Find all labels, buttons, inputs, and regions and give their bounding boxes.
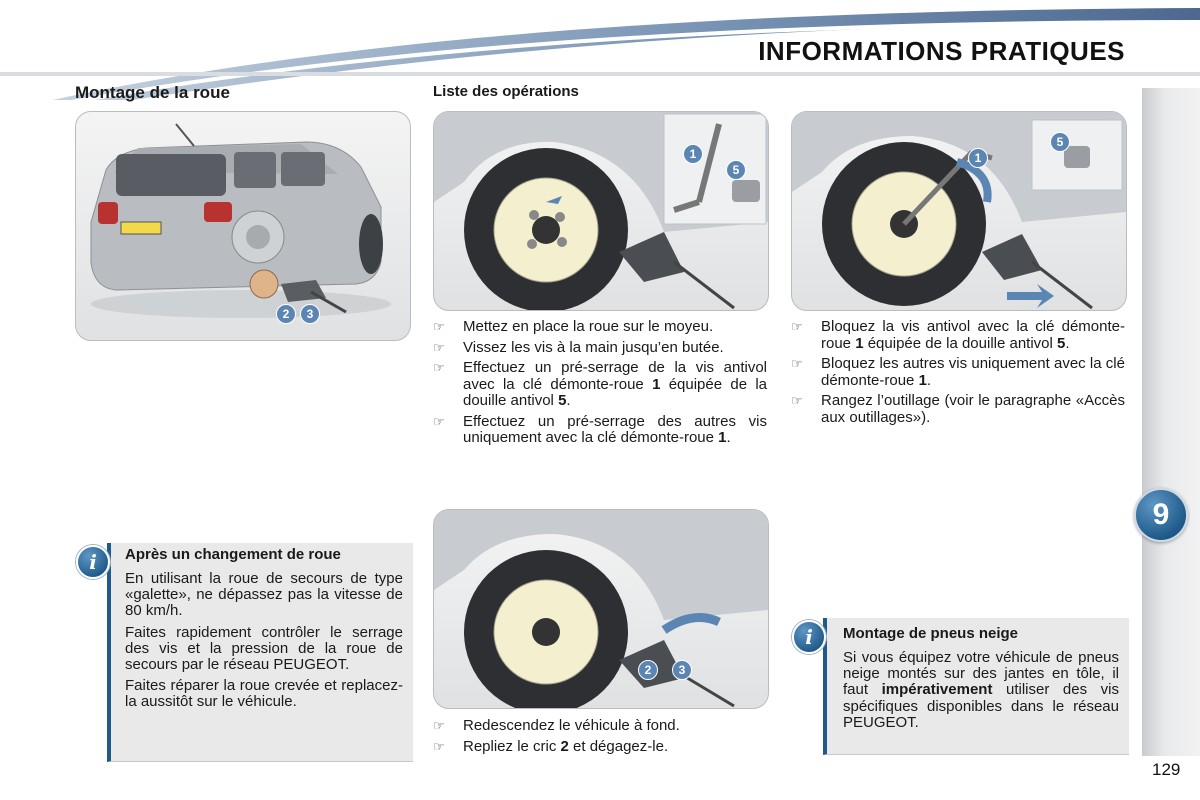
pointing-hand-icon: ☞ <box>433 319 445 334</box>
figure-car-on-jack: 2 3 <box>75 111 411 341</box>
info-box-title: Montage de pneus neige <box>843 625 1019 642</box>
header-swoosh <box>0 8 1200 100</box>
figure-wheel-fitting: 1 5 <box>433 111 769 311</box>
list-item: ☞Effectuez un pré-serrage des autres vis… <box>433 412 767 446</box>
pointing-hand-icon: ☞ <box>433 360 445 375</box>
steps-list-left: ☞Mettez en place la roue sur le moyeu. ☞… <box>433 318 767 451</box>
steps-list-right: ☞Bloquez la vis antivol avec la clé démo… <box>791 318 1125 430</box>
chapter-tab-strip <box>1142 88 1200 756</box>
callout-5-icon: 5 <box>726 160 746 180</box>
figure-lower-vehicle: 2 3 <box>433 509 769 709</box>
callout-2-icon: 2 <box>638 660 658 680</box>
callout-3-icon: 3 <box>672 660 692 680</box>
callout-2-icon: 2 <box>276 304 296 324</box>
page-number: 129 <box>1152 760 1181 779</box>
pointing-hand-icon: ☞ <box>433 413 445 429</box>
list-item: ☞Vissez les vis à la main jusqu’en butée… <box>433 338 724 356</box>
callout-3-icon: 3 <box>300 304 320 324</box>
pointing-hand-icon: ☞ <box>791 319 803 334</box>
callout-1-icon: 1 <box>683 144 703 164</box>
info-paragraph: Si vous équipez votre véhicule de pneus … <box>843 649 1119 731</box>
info-box-title: Après un changement de roue <box>125 546 341 563</box>
list-item: ☞Redescendez le véhicule à fond. <box>433 717 680 734</box>
pointing-hand-icon: ☞ <box>791 356 803 371</box>
list-item: ☞Bloquez les autres vis uniquement avec … <box>791 355 1125 389</box>
pointing-hand-icon: ☞ <box>433 738 445 754</box>
info-box-snow-tyres: i Montage de pneus neige Si vous équipez… <box>792 618 1129 755</box>
callout-5-icon: 5 <box>1050 132 1070 152</box>
list-item: ☞Rangez l’outillage (voir le paragraphe … <box>791 392 1125 426</box>
list-item: ☞Effectuez un pré-serrage de la vis anti… <box>433 359 767 409</box>
info-paragraph: Faites réparer la roue crevée et replace… <box>125 677 403 711</box>
info-paragraph: En utilisant la roue de secours de type … <box>125 570 403 620</box>
chapter-number-badge: 9 <box>1134 488 1188 542</box>
pointing-hand-icon: ☞ <box>791 393 803 408</box>
pointing-hand-icon: ☞ <box>433 718 445 733</box>
callout-1-icon: 1 <box>968 148 988 168</box>
section-title: Montage de la roue <box>75 83 230 102</box>
info-paragraph: Faites rapidement contrôler le serrage d… <box>125 623 403 674</box>
info-icon: i <box>76 545 110 579</box>
steps-list-lower: ☞Redescendez le véhicule à fond. ☞Replie… <box>433 717 767 759</box>
page-header-title: INFORMATIONS PRATIQUES <box>758 36 1125 66</box>
pointing-hand-icon: ☞ <box>433 339 445 355</box>
list-item: ☞Repliez le cric 2 et dégagez-le. <box>433 737 669 755</box>
info-icon: i <box>792 620 826 654</box>
figure-lock-bolt: 1 5 <box>791 111 1127 311</box>
list-item: ☞Mettez en place la roue sur le moyeu. <box>433 318 714 335</box>
info-box-after-wheel-change: i Après un changement de roue En utilisa… <box>76 543 413 762</box>
operations-list-title: Liste des opérations <box>433 83 579 100</box>
list-item: ☞Bloquez la vis antivol avec la clé démo… <box>791 318 1125 352</box>
